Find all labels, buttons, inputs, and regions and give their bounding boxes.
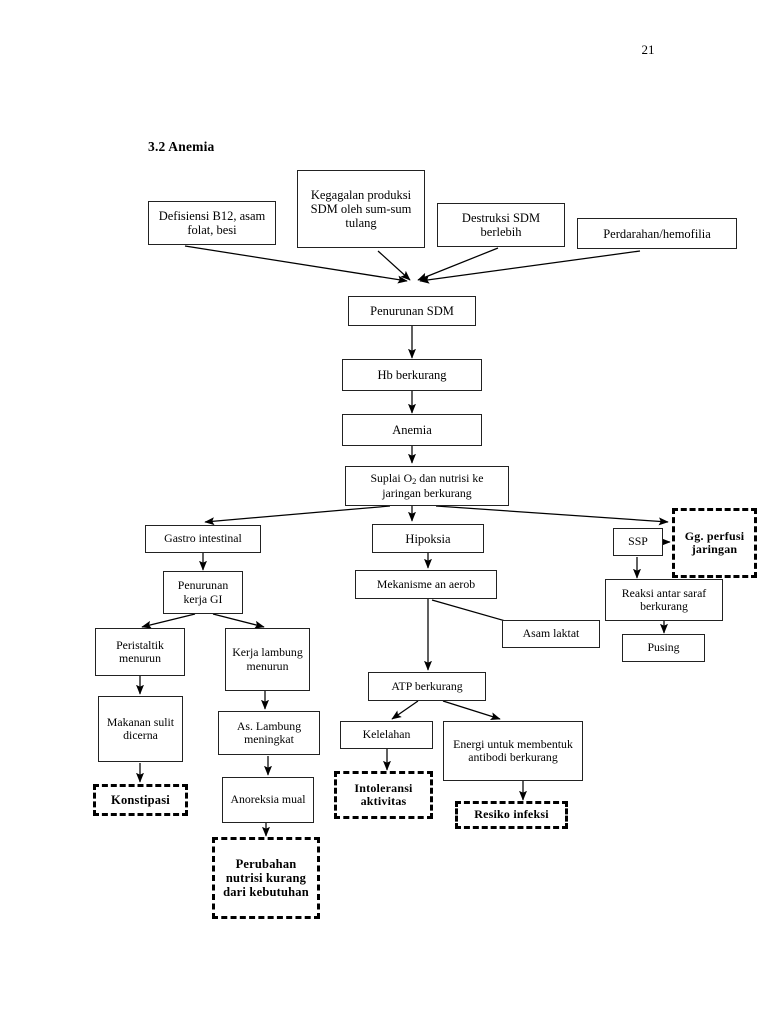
node-perdarahan-hemofilia[interactable]: Perdarahan/hemofilia <box>577 218 737 249</box>
node-reaksi-antar-saraf[interactable]: Reaksi antar saraf berkurang <box>605 579 723 621</box>
node-atp-berkurang[interactable]: ATP berkurang <box>368 672 486 701</box>
node-peristaltik-menurun[interactable]: Peristaltik menurun <box>95 628 185 676</box>
node-intoleransi-aktivitas[interactable]: Intoleransi aktivitas <box>334 771 433 819</box>
node-energi-antibodi[interactable]: Energi untuk membentuk antibodi berkuran… <box>443 721 583 781</box>
node-kelelahan[interactable]: Kelelahan <box>340 721 433 749</box>
node-destruksi-sdm[interactable]: Destruksi SDM berlebih <box>437 203 565 247</box>
node-asam-laktat[interactable]: Asam laktat <box>502 620 600 648</box>
node-ssp[interactable]: SSP <box>613 528 663 556</box>
node-anoreksia-mual[interactable]: Anoreksia mual <box>222 777 314 823</box>
node-perubahan-nutrisi[interactable]: Perubahan nutrisi kurang dari kebutuhan <box>212 837 320 919</box>
node-kegagalan-produksi-sdm[interactable]: Kegagalan produksi SDM oleh sum-sum tula… <box>297 170 425 248</box>
node-penurunan-sdm[interactable]: Penurunan SDM <box>348 296 476 326</box>
node-makanan-sulit-dicerna[interactable]: Makanan sulit dicerna <box>98 696 183 762</box>
node-gg-perfusi-jaringan[interactable]: Gg. perfusi jaringan <box>672 508 757 578</box>
node-pusing[interactable]: Pusing <box>622 634 705 662</box>
page-number: 21 <box>641 42 655 57</box>
node-mekanisme-an-aerob[interactable]: Mekanisme an aerob <box>355 570 497 599</box>
node-gastro-intestinal[interactable]: Gastro intestinal <box>145 525 261 553</box>
node-kerja-lambung-menurun[interactable]: Kerja lambung menurun <box>225 628 310 691</box>
node-hipoksia[interactable]: Hipoksia <box>372 524 484 553</box>
node-defisiensi[interactable]: Defisiensi B12, asam folat, besi <box>148 201 276 245</box>
node-penurunan-kerja-gi[interactable]: Penurunan kerja GI <box>163 571 243 614</box>
node-as-lambung-meningkat[interactable]: As. Lambung meningkat <box>218 711 320 755</box>
section-heading: 3.2 Anemia <box>148 139 215 154</box>
node-resiko-infeksi[interactable]: Resiko infeksi <box>455 801 568 829</box>
node-hb-berkurang[interactable]: Hb berkurang <box>342 359 482 391</box>
node-konstipasi[interactable]: Konstipasi <box>93 784 188 816</box>
node-anemia[interactable]: Anemia <box>342 414 482 446</box>
